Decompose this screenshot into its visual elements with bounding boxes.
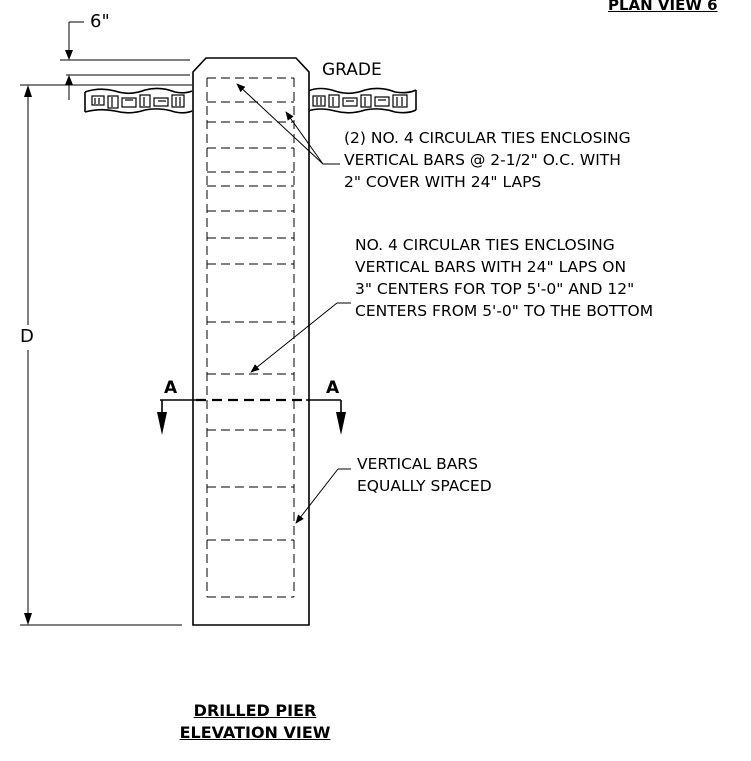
grade-label: GRADE [322,60,382,80]
depth-dimension [20,84,192,626]
plan-view-title: PLAN VIEW 6 [608,0,718,14]
note-line: 2" COVER WITH 24" LAPS [344,173,542,191]
note-line: CENTERS FROM 5'-0" TO THE BOTTOM [355,302,654,320]
title-line-2: ELEVATION VIEW [179,723,331,742]
six-inch-dimension [60,21,190,100]
section-marker-right: A [326,378,340,398]
depth-label: D [20,326,34,347]
pier-outline [192,57,310,626]
leader-ties [250,302,351,373]
section-cut-line [157,398,346,435]
note-vertical-bars: VERTICAL BARS EQUALLY SPACED [357,453,492,497]
leader-top-ties [236,83,340,165]
note-line: VERTICAL BARS [357,455,478,473]
note-line: VERTICAL BARS WITH 24" LAPS ON [355,258,627,276]
note-ties: NO. 4 CIRCULAR TIES ENCLOSING VERTICAL B… [355,234,653,322]
section-marker-left: A [164,378,178,398]
leader-vertical-bars [295,468,351,524]
note-top-ties: (2) NO. 4 CIRCULAR TIES ENCLOSING VERTIC… [344,127,631,193]
title-line-1: DRILLED PIER [193,701,317,720]
grade-ground-right [307,87,417,114]
drawing-title: DRILLED PIER ELEVATION VIEW [150,700,360,744]
grade-ground-left [84,87,193,114]
note-line: NO. 4 CIRCULAR TIES ENCLOSING [355,236,615,254]
note-line: (2) NO. 4 CIRCULAR TIES ENCLOSING [344,129,631,147]
note-line: 3" CENTERS FOR TOP 5'-0" AND 12" [355,280,635,298]
six-inch-label: 6" [90,11,110,32]
note-line: VERTICAL BARS @ 2-1/2" O.C. WITH [344,151,621,169]
note-line: EQUALLY SPACED [357,477,492,495]
